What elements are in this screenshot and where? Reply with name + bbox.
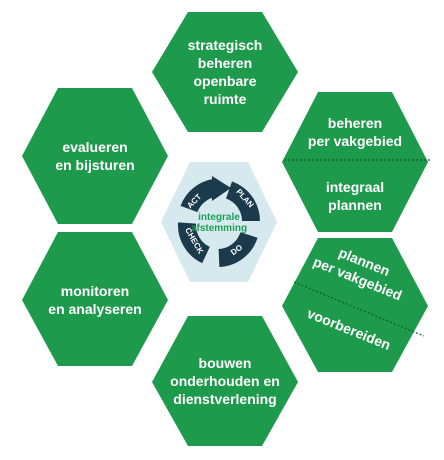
- hex-top-right-upper-line-2: per vakgebied: [307, 133, 403, 149]
- hex-top-line-4: ruimte: [203, 91, 247, 107]
- center-label: integrale afstemming: [187, 212, 251, 234]
- hex-top-right-lower-line-2: plannen: [328, 197, 382, 213]
- hex-top-line-3: openbare: [193, 73, 257, 89]
- hex-top-line-2: beheren: [197, 55, 253, 71]
- hex-bottom-line-3: dienstverlening: [173, 391, 277, 407]
- hex-bottom-label: bouwen onderhouden en dienstverlening: [155, 354, 295, 408]
- hex-top: [152, 12, 298, 132]
- hex-top-right: [282, 92, 428, 232]
- hex-top-right-upper-label: beheren per vakgebied: [290, 114, 420, 150]
- hex-bottom-line-1: bouwen: [198, 355, 252, 371]
- hex-top-left-label: evalueren en bijsturen: [30, 138, 160, 174]
- center-label-line-1: integrale: [198, 212, 240, 223]
- hex-top-line-1: strategisch: [187, 37, 263, 53]
- pdca-ring: [177, 179, 260, 267]
- hex-bottom: [152, 316, 298, 446]
- hex-top-right-lower-label: integraal plannen: [290, 178, 420, 214]
- hex-top-left-line-2: en bijsturen: [55, 157, 135, 173]
- divider-bottom-right: [293, 281, 425, 337]
- ring-gaps: [170, 214, 269, 274]
- ring-segment-check: [177, 222, 211, 264]
- ring-arrowhead: [212, 176, 231, 201]
- ring-segment-plan: [225, 181, 260, 222]
- hex-top-right-lower-line-1: integraal: [325, 179, 385, 195]
- hex-top-left: [22, 88, 168, 224]
- hex-bottom-left-line-2: en analyseren: [48, 301, 142, 317]
- hex-bottom-left-line-1: monitoren: [60, 283, 130, 299]
- hex-top-label: strategisch beheren openbare ruimte: [160, 36, 290, 108]
- hex-bottom-left: [22, 232, 168, 366]
- hex-bottom-line-2: onderhouden en: [170, 373, 280, 389]
- hex-top-right-upper-line-1: beheren: [327, 115, 383, 131]
- hex-bottom-right: [282, 238, 428, 372]
- hex-top-left-line-1: evalueren: [62, 139, 128, 155]
- ring-segment-do: [218, 231, 258, 267]
- center-label-line-2: afstemming: [190, 223, 248, 234]
- hex-bottom-left-label: monitoren en analyseren: [30, 282, 160, 318]
- ring-segment-act: [180, 179, 217, 213]
